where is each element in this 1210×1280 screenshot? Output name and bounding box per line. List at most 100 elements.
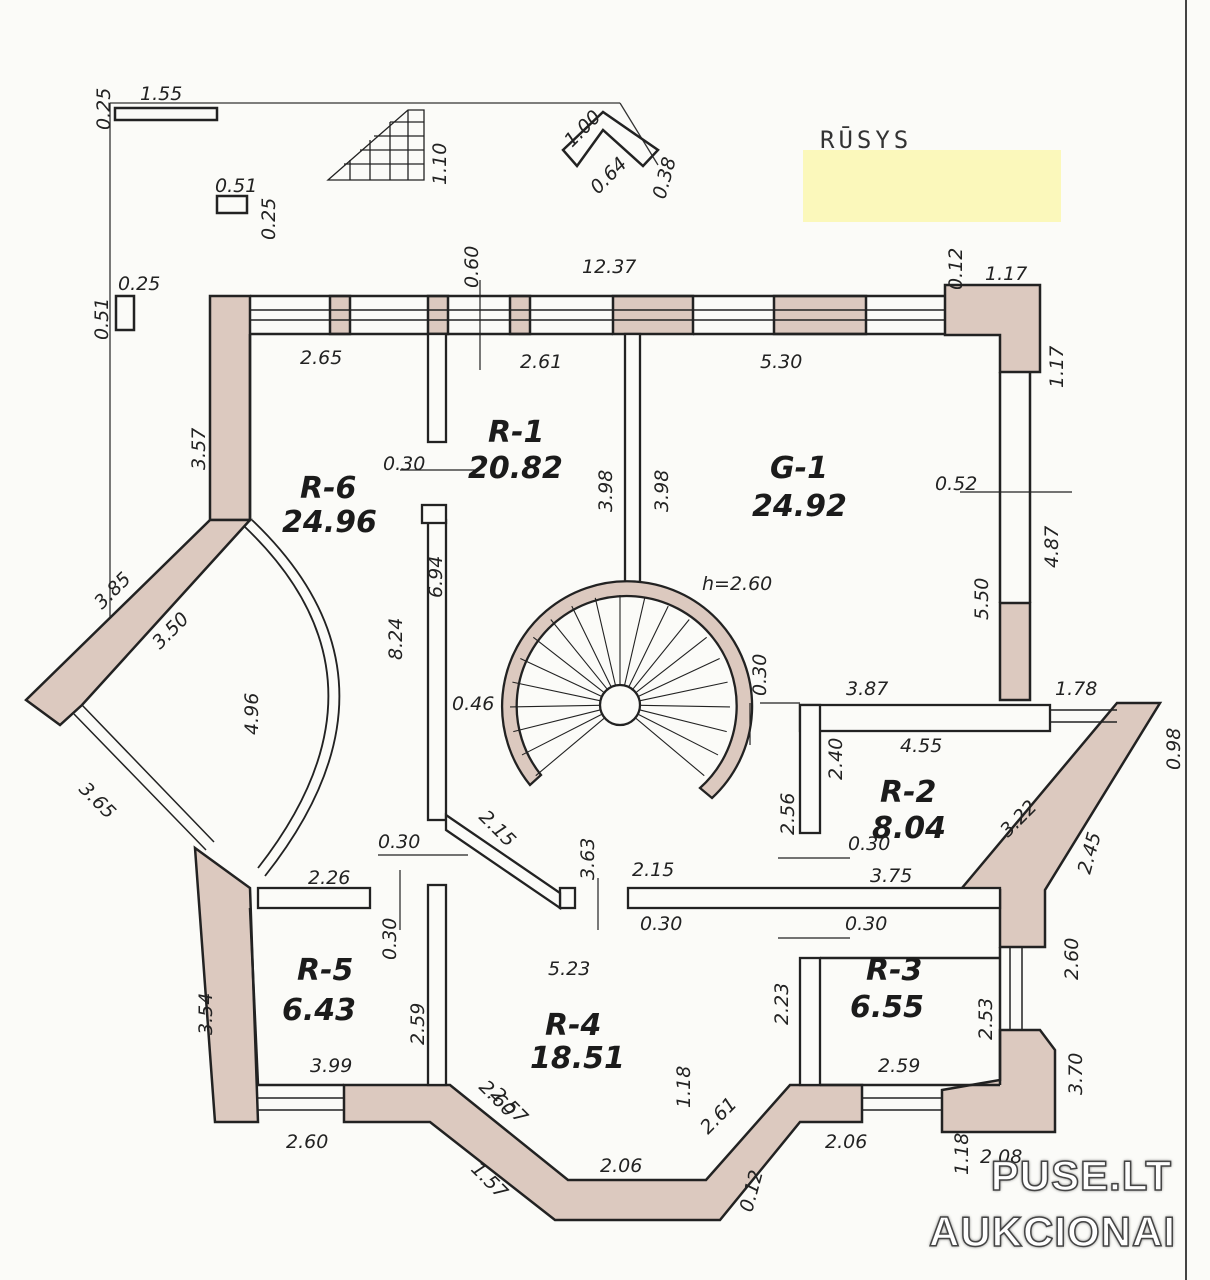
dimension-label: 2.40 <box>825 738 847 780</box>
dimension-label: 3.70 <box>1065 1053 1087 1095</box>
watermark-line1: PUSE.LT <box>990 1151 1172 1200</box>
dimension-label: 2.59 <box>407 1003 429 1045</box>
stair-tread <box>623 597 646 686</box>
room-code-r3: R-3 <box>866 953 922 988</box>
dimension-label: 3.98 <box>651 470 673 512</box>
dimension-label: 2.08 <box>980 1146 1022 1168</box>
dimension-label: 2.15 <box>632 859 674 881</box>
dimension-label: 0.38 <box>649 155 681 202</box>
room-area-r5: 6.43 <box>282 993 356 1028</box>
dimension-label: 2.61 <box>520 351 562 373</box>
room-area-r1: 20.82 <box>468 451 563 486</box>
dimension-label: 3.98 <box>595 470 617 512</box>
outer-lines <box>248 334 1002 1087</box>
dimension-label: 0.30 <box>378 831 420 853</box>
dimension-label: 0.52 <box>935 473 977 495</box>
dimension-label: 4.55 <box>900 735 942 757</box>
stair-tread <box>637 658 720 698</box>
dimension-label: 0.30 <box>640 913 682 935</box>
room-area-r3: 6.55 <box>850 990 924 1025</box>
dimension-label: 0.30 <box>383 453 425 475</box>
stair-tread <box>532 636 605 694</box>
dimension-label: 1.18 <box>673 1066 695 1108</box>
outdoor-objects <box>113 106 660 332</box>
stair-tread <box>637 713 719 756</box>
dimension-label: 0.30 <box>749 654 771 696</box>
dimension-label: 3.57 <box>188 428 210 470</box>
dimension-label: 0.30 <box>848 833 890 855</box>
dimension-label: 0.46 <box>452 693 494 715</box>
dimension-label: 3.75 <box>870 865 912 887</box>
stair-tread <box>510 704 601 708</box>
dimension-ticks <box>378 280 1072 939</box>
small-block <box>215 194 249 215</box>
stair-tread <box>571 605 612 688</box>
plan-title: RŪSYS <box>820 125 912 154</box>
dimension-label: 2.56 <box>777 793 799 835</box>
stair-tread <box>634 717 705 777</box>
dimension-label: 3.87 <box>846 678 888 700</box>
dimension-label: 3.54 <box>195 993 217 1035</box>
dimension-label: 0.30 <box>845 913 887 935</box>
dimension-label: 5.50 <box>971 578 993 620</box>
stair-tread <box>635 636 708 694</box>
stair-tread <box>521 713 603 756</box>
dimension-label: 12.37 <box>582 256 636 278</box>
dimension-label: 0.60 <box>461 246 483 288</box>
dimension-label: 1.18 <box>951 1133 973 1175</box>
door-arc <box>244 519 341 877</box>
dimension-label: 2.65 <box>300 347 342 369</box>
stair-tread <box>632 619 690 690</box>
room-code-r6: R-6 <box>300 471 356 506</box>
stair-tread <box>513 709 601 733</box>
dimension-label: 4.96 <box>241 693 263 735</box>
dimension-label: 6.94 <box>425 556 447 598</box>
dimension-label: 5.30 <box>760 351 802 373</box>
dimension-label: 0.64 <box>586 153 631 198</box>
dimension-label: 0.25 <box>118 273 160 295</box>
dimension-label: 4.87 <box>1041 526 1063 568</box>
dimension-label: 2.26 <box>308 867 350 889</box>
dimension-label: 0.12 <box>945 248 967 290</box>
corner-block <box>561 110 660 169</box>
room-area-r4: 18.51 <box>530 1041 625 1076</box>
stair-tread <box>535 717 606 777</box>
watermark-line2: AUKCIONAI <box>928 1207 1176 1256</box>
dimension-label: h=2.60 <box>702 573 772 595</box>
dimension-label: 0.51 <box>215 175 257 197</box>
stair-tread <box>639 709 727 733</box>
dimension-label: 1.78 <box>1055 678 1097 700</box>
dimension-label: 3.99 <box>310 1055 352 1077</box>
dimension-label: 2.60 <box>1061 938 1083 980</box>
dimension-label: 2.59 <box>878 1055 920 1077</box>
dimension-label: 2.53 <box>975 998 997 1040</box>
room-code-r4: R-4 <box>545 1008 601 1043</box>
stair-tread <box>639 681 728 702</box>
room-labels: R-1 20.82 G-1 24.92 R-6 24.96 R-2 8.04 R… <box>282 415 946 1076</box>
dimension-label: 0.25 <box>93 88 115 130</box>
interior-walls <box>256 332 1052 1087</box>
dimension-label: 2.60 <box>286 1131 328 1153</box>
dimension-label: 0.51 <box>91 298 113 340</box>
stair-tread <box>594 597 617 686</box>
room-code-r2: R-2 <box>880 775 936 810</box>
stair-tread <box>628 605 669 688</box>
stair-tread <box>512 681 601 702</box>
stair-tread <box>520 658 603 698</box>
dimension-label: 5.23 <box>548 958 590 980</box>
exterior-stair <box>326 109 425 181</box>
spiral-stair <box>500 580 754 800</box>
windows <box>73 294 1117 1111</box>
dimension-label: 1.17 <box>1046 346 1068 388</box>
dimension-label: 2.06 <box>825 1131 867 1153</box>
dimension-label: 2.06 <box>600 1155 642 1177</box>
stair-tread <box>639 704 730 708</box>
dimension-label: 2.61 <box>696 1093 741 1138</box>
dimension-label: 0.30 <box>379 918 401 960</box>
bench-object <box>113 106 219 122</box>
room-area-g1: 24.92 <box>752 489 847 524</box>
dimension-label: 1.55 <box>140 83 182 105</box>
highlight-mark <box>803 150 1061 222</box>
